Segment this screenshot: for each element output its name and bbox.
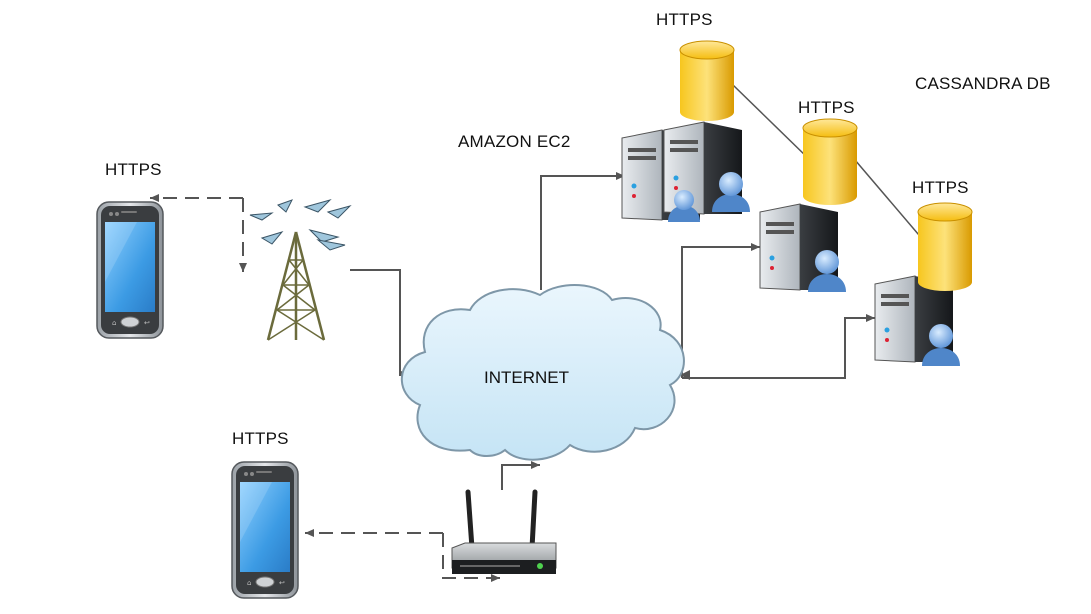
- internet-label: INTERNET: [484, 368, 569, 387]
- amazon-ec2-label: AMAZON EC2: [458, 132, 571, 151]
- https-label-db1: HTTPS: [656, 10, 713, 29]
- svg-text:⌂: ⌂: [247, 579, 251, 587]
- svg-text:⌂: ⌂: [112, 319, 116, 327]
- server-2-icon: [759, 203, 838, 291]
- server-2-user-icon: [808, 250, 846, 292]
- cassandra-db-label: CASSANDRA DB: [915, 74, 1051, 93]
- db-link-1-2: [732, 84, 811, 161]
- server-3-user-icon: [922, 324, 960, 366]
- https-label-db2: HTTPS: [798, 98, 855, 117]
- server-3-icon: [874, 275, 953, 363]
- connector-internet-server3: [682, 314, 875, 379]
- https-label-phone-top: HTTPS: [105, 160, 162, 179]
- phone-top-icon: ⌂ ↩: [96, 201, 164, 339]
- connector-internet-server2: [681, 243, 760, 378]
- db-link-2-3: [854, 159, 931, 249]
- database-1-icon: [679, 40, 735, 121]
- ec2-user-icon: [668, 172, 750, 222]
- https-label-phone-bottom: HTTPS: [232, 429, 289, 448]
- dashed-router-loop: [442, 533, 500, 582]
- phone-bottom-icon: ⌂ ↩: [231, 461, 299, 599]
- wifi-router-icon: [451, 489, 557, 574]
- connector-tower-internet: [350, 269, 410, 379]
- svg-text:↩: ↩: [279, 579, 285, 587]
- database-2-icon: [802, 118, 858, 205]
- cell-tower-icon: [249, 199, 352, 341]
- dashed-connectors: [150, 194, 500, 582]
- https-label-db3: HTTPS: [912, 178, 969, 197]
- connector-internet-ec2: [540, 172, 625, 290]
- database-3-icon: [917, 202, 973, 291]
- connector-router-internet: [501, 461, 540, 490]
- svg-text:↩: ↩: [144, 319, 150, 327]
- internet-cloud: INTERNET: [400, 284, 685, 461]
